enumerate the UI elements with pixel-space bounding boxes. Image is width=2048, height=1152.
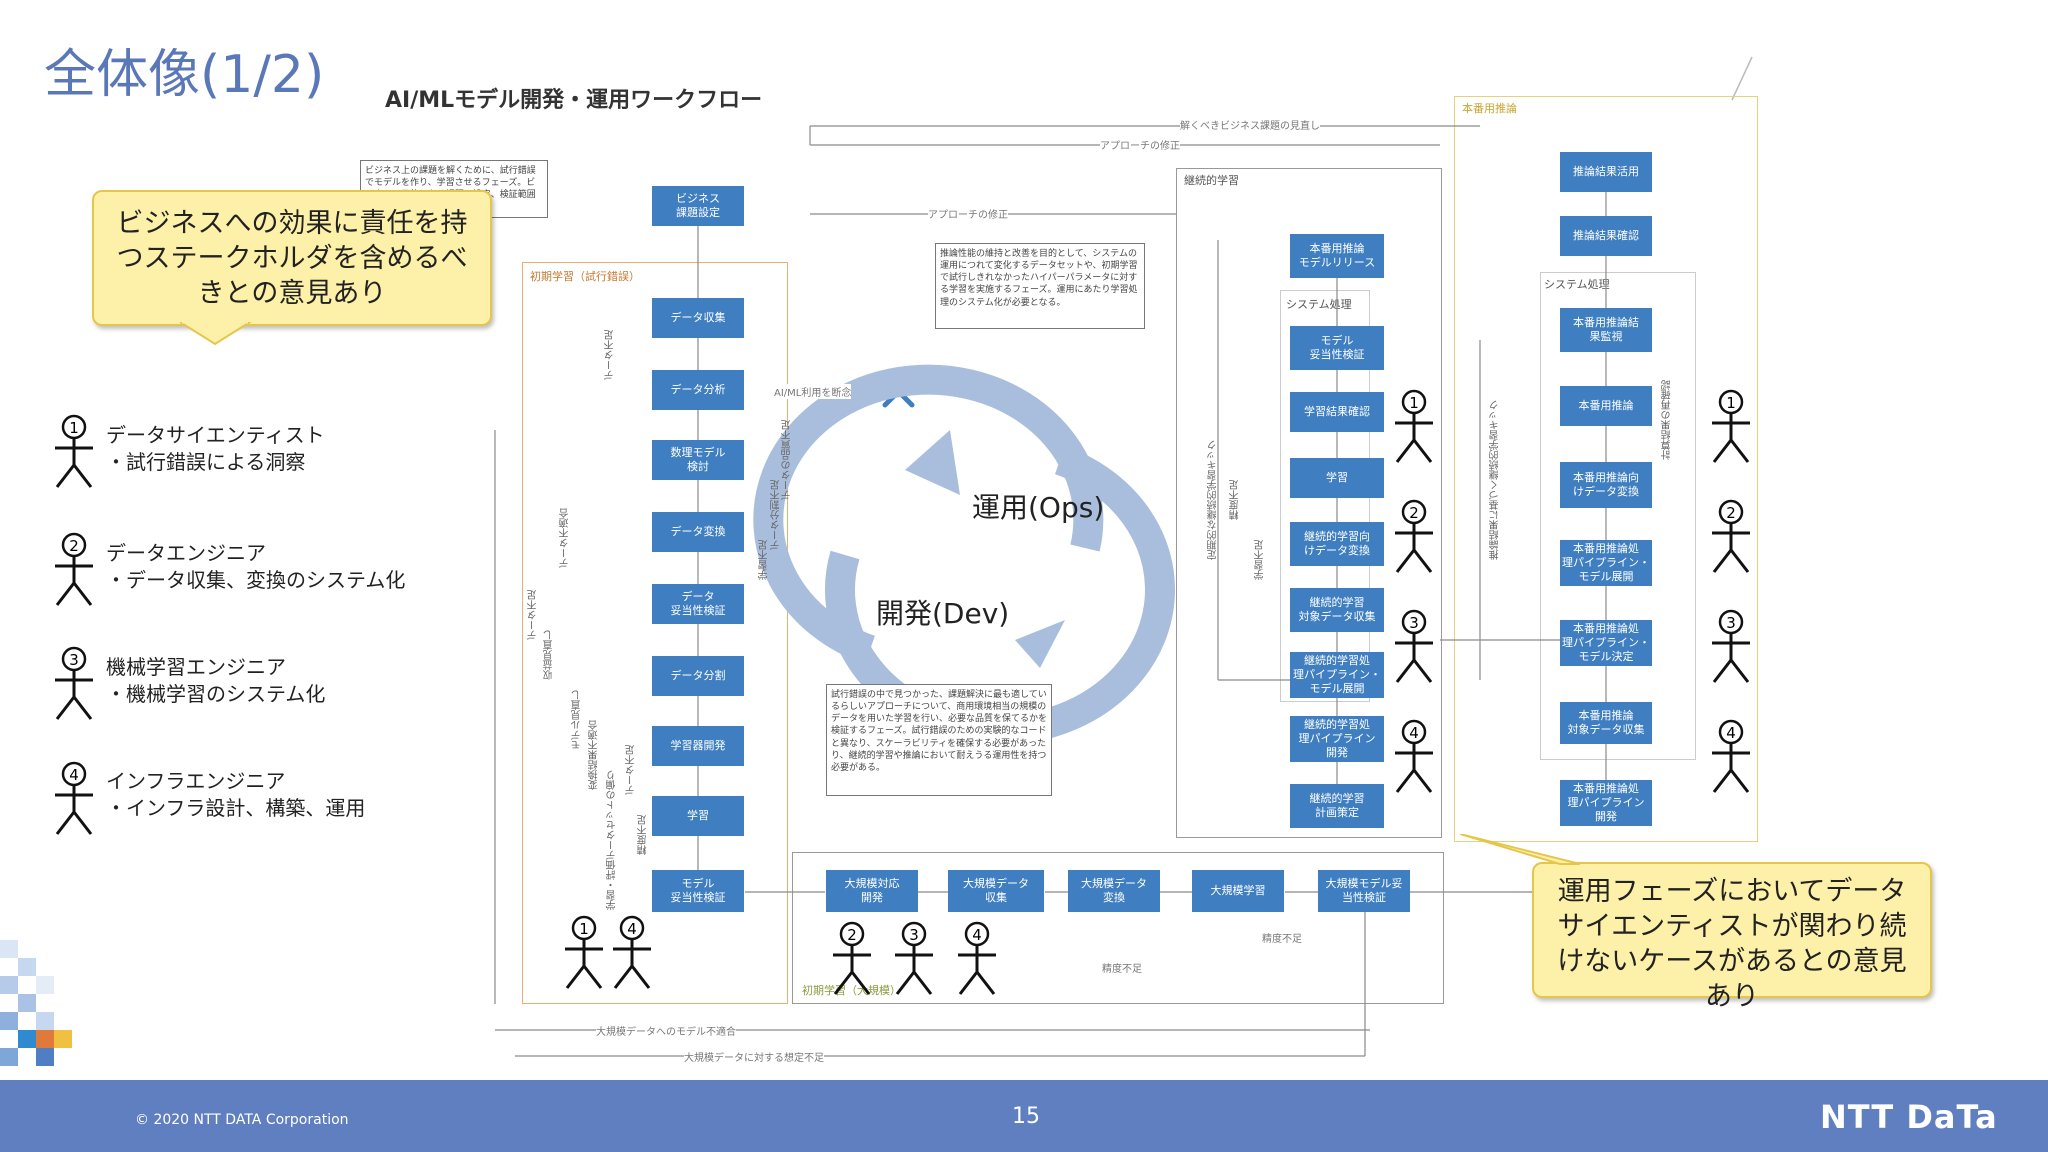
region-system-inference	[1540, 272, 1696, 760]
svg-text:1: 1	[579, 920, 589, 938]
decorative-line	[1731, 56, 1753, 101]
svg-text:3: 3	[1409, 614, 1419, 632]
svg-text:2: 2	[69, 537, 79, 555]
box-inf-1: 推論結果確認	[1560, 216, 1652, 256]
box-cont-2: 学習結果確認	[1290, 392, 1384, 432]
flow-label-top2: アプローチの修正	[1100, 137, 1180, 152]
callout-right-tail	[1460, 834, 1581, 865]
svg-text:2: 2	[1409, 504, 1419, 522]
region-initial-learning	[522, 262, 788, 1004]
svg-text:4: 4	[1726, 724, 1736, 742]
svg-text:4: 4	[972, 926, 982, 944]
page-number: 15	[1012, 1104, 1040, 1129]
box-init-0: データ収集	[652, 298, 744, 338]
role-2-desc: ・データ収集、変換のシステム化	[106, 568, 406, 592]
box-cont-6: 継続的学習処 理パイプライン・ モデル展開	[1290, 652, 1384, 698]
figure-title: AI/MLモデル開発・運用ワークフロー	[385, 88, 763, 113]
box-inf-0: 推論結果活用	[1560, 152, 1652, 192]
svg-text:3: 3	[69, 651, 79, 669]
region-continuous-learning	[1176, 168, 1442, 838]
svg-text:1: 1	[1726, 394, 1736, 412]
role-4: インフラエンジニア ・インフラ設計、構築、運用	[106, 768, 365, 822]
region-label-initial: 初期学習（試行錯誤）	[528, 268, 642, 284]
box-inf-5: 本番用推論処 理パイプライン・ モデル展開	[1560, 540, 1652, 586]
box-large-0: 大規模対応 開発	[826, 870, 918, 912]
flow-label-precision2: 精度不足	[1102, 960, 1142, 975]
role-4-desc: ・インフラ設計、構築、運用	[106, 796, 366, 820]
svg-text:4: 4	[627, 920, 637, 938]
region-inference	[1454, 96, 1758, 842]
box-init-2: 数理モデル 検討	[652, 440, 744, 480]
svg-text:3: 3	[1726, 614, 1736, 632]
role-2-name: データエンジニア	[106, 541, 266, 565]
box-init-3: データ変換	[652, 512, 744, 552]
box-init-6: 学習器開発	[652, 726, 744, 766]
box-inf-4: 本番用推論向 けデータ変換	[1560, 462, 1652, 508]
flow-label-bottom1: 大規模データへのモデル不適合	[596, 1023, 736, 1038]
flow-label-bottom2: 大規模データに対する想定不足	[684, 1049, 824, 1064]
box-inf-2: 本番用推論結 果監視	[1560, 308, 1652, 352]
svg-text:4: 4	[1409, 724, 1419, 742]
page-title: 全体像(1/2)	[44, 45, 325, 105]
role-4-name: インフラエンジニア	[106, 769, 286, 793]
flow-label-top3: アプローチの修正	[928, 206, 1008, 221]
role-3-desc: ・機械学習のシステム化	[106, 682, 326, 706]
svg-text:1: 1	[1409, 394, 1419, 412]
svg-text:2: 2	[847, 926, 857, 944]
flow-label-ai-ml: AI/ML利用を断念	[774, 384, 852, 399]
box-init-5: データ分割	[652, 656, 744, 696]
company-logo: NTT DaTa	[1820, 1098, 1998, 1136]
box-inf-3: 本番用推論	[1560, 386, 1652, 426]
callout-left: ビジネスへの効果に責任を持つステークホルダを含めるべきとの意見あり	[92, 190, 492, 326]
box-inf-7: 本番用推論 対象データ収集	[1560, 702, 1652, 744]
svg-text:3: 3	[909, 926, 919, 944]
box-cont-3: 学習	[1290, 458, 1384, 498]
footer-bar	[0, 1080, 2048, 1152]
footer-copyright: © 2020 NTT DATA Corporation	[135, 1112, 349, 1128]
region-label-system-inf: システム処理	[1542, 276, 1612, 292]
box-large-2: 大規模データ 変換	[1068, 870, 1160, 912]
box-init-4: データ 妥当性検証	[652, 584, 744, 624]
region-label-continuous: 継続的学習	[1182, 172, 1241, 188]
box-cont-8: 継続的学習 計画策定	[1290, 784, 1384, 828]
role-2: データエンジニア ・データ収集、変換のシステム化	[106, 540, 405, 594]
note-large: 試行錯誤の中で見つかった、課題解決に最も適しているらしいアプローチについて、商用…	[826, 684, 1052, 796]
box-cont-7: 継続的学習処 理パイプライン 開発	[1290, 716, 1384, 762]
box-business-setting: ビジネス 課題設定	[652, 186, 744, 226]
box-cont-5: 継続的学習 対象データ収集	[1290, 588, 1384, 632]
box-init-8: モデル 妥当性検証	[652, 870, 744, 912]
box-large-4: 大規模モデル妥 当性検証	[1318, 870, 1410, 912]
box-large-3: 大規模学習	[1192, 870, 1284, 912]
box-cont-4: 継続的学習向 けデータ変換	[1290, 522, 1384, 566]
region-label-inference: 本番用推論	[1460, 100, 1519, 116]
box-cont-0: 本番用推論 モデルリリース	[1290, 234, 1384, 278]
cycle-dev-label: 開発(Dev)	[876, 597, 1010, 630]
box-large-1: 大規模データ 収集	[948, 870, 1044, 912]
callout-left-tail	[180, 322, 252, 346]
svg-text:1: 1	[69, 419, 79, 437]
region-label-large: 初期学習（大規模）	[800, 982, 903, 998]
role-1-name: データサイエンティスト	[106, 423, 325, 447]
decorative-mosaic	[0, 940, 72, 1066]
region-label-system-cont: システム処理	[1284, 296, 1354, 312]
callout-right: 運用フェーズにおいてデータサイエンティストが関わり続けないケースがあるとの意見あ…	[1532, 862, 1932, 1012]
svg-text:2: 2	[1726, 504, 1736, 522]
box-inf-8: 本番用推論処 理パイプライン 開発	[1560, 780, 1652, 826]
box-init-7: 学習	[652, 796, 744, 836]
role-1: データサイエンティスト ・試行錯誤による洞察	[106, 422, 325, 476]
box-inf-6: 本番用推論処 理パイプライン・ モデル決定	[1560, 620, 1652, 666]
note-continuous: 推論性能の維持と改善を目的として、システムの運用につれて変化するデータセットや、…	[935, 243, 1145, 329]
flow-label-precision1: 精度不足	[1262, 930, 1302, 945]
role-1-desc: ・試行錯誤による洞察	[106, 450, 306, 474]
role-3-name: 機械学習エンジニア	[106, 655, 286, 679]
cycle-ops-label: 運用(Ops)	[972, 491, 1105, 524]
region-large-scale	[792, 852, 1444, 1004]
box-cont-1: モデル 妥当性検証	[1290, 326, 1384, 370]
svg-text:4: 4	[69, 766, 79, 784]
box-init-1: データ分析	[652, 370, 744, 410]
flow-label-top1: 解くべきビジネス課題の見直し	[1180, 117, 1320, 132]
role-3: 機械学習エンジニア ・機械学習のシステム化	[106, 654, 325, 708]
